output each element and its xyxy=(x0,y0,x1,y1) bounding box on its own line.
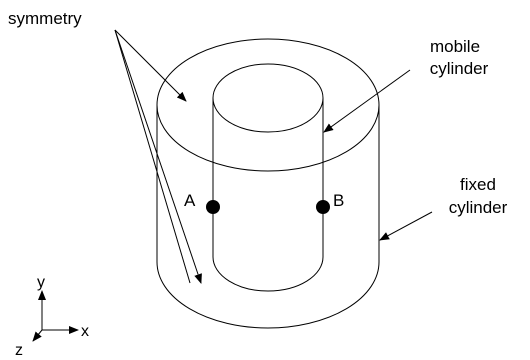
outer-bottom-arc xyxy=(156,261,380,329)
y-axis-label: y xyxy=(37,274,45,291)
mobile-cylinder-arrow xyxy=(323,69,411,133)
point-b-marker xyxy=(316,200,330,214)
symmetry-label: symmetry xyxy=(8,9,82,28)
point-a-marker xyxy=(206,200,220,214)
point-b-label: B xyxy=(333,191,344,210)
symmetry-arrow-top xyxy=(114,29,187,102)
fixed-cylinder-label-line1: fixed xyxy=(460,175,496,194)
inner-bottom-arc xyxy=(212,256,324,292)
point-a-label: A xyxy=(184,191,196,210)
coordinate-axes: y x z xyxy=(15,274,89,359)
z-axis-arrow xyxy=(32,329,43,342)
symmetry-arrow-bottom xyxy=(114,29,202,284)
mobile-cylinder-label-line1: mobile xyxy=(430,37,480,56)
mobile-cylinder-label-line2: cylinder xyxy=(430,59,489,78)
mobile-cylinder-shape xyxy=(212,63,324,292)
symmetry-arrow-mid xyxy=(114,29,191,284)
z-axis-label: z xyxy=(15,342,23,359)
outer-top-ellipse xyxy=(156,38,380,172)
fixed-cylinder-shape xyxy=(156,38,380,329)
x-axis-label: x xyxy=(81,323,89,340)
inner-top-ellipse xyxy=(212,63,324,133)
fixed-cylinder-label-line2: cylinder xyxy=(449,198,508,217)
fixed-cylinder-arrow xyxy=(379,211,433,241)
